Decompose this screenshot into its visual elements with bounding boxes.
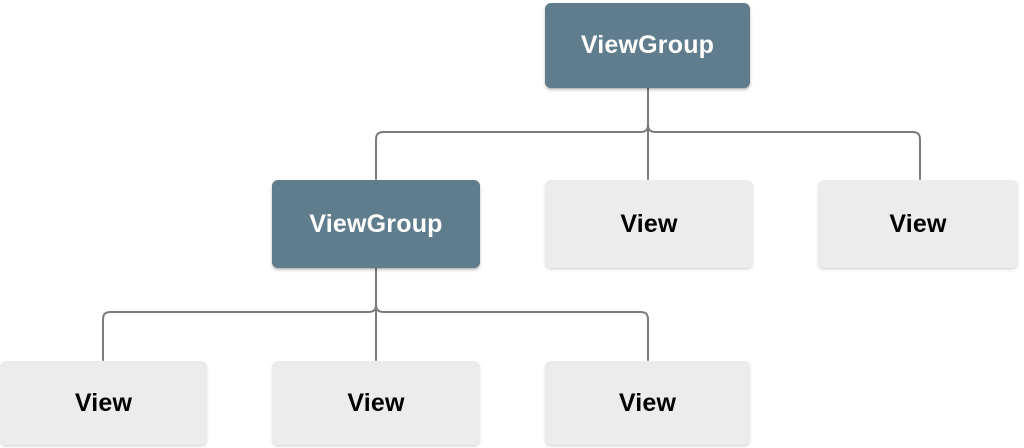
node-view-bottom-3: View	[545, 361, 750, 445]
edge-child-to-view-bottom-3	[375, 303, 649, 361]
node-label: View	[347, 388, 405, 417]
node-label: View	[620, 209, 678, 238]
node-label: View	[889, 209, 947, 238]
node-label: View	[618, 388, 677, 417]
node-viewgroup-child: ViewGroup	[272, 180, 480, 268]
node-view-bottom-2: View	[272, 361, 480, 445]
node-view-right: View	[818, 180, 1018, 268]
node-view-mid: View	[545, 180, 753, 268]
edge-root-to-view-right	[647, 123, 921, 180]
node-label: View	[74, 388, 133, 417]
node-view-bottom-1: View	[0, 361, 207, 445]
node-label: ViewGroup	[309, 209, 443, 238]
edge-child-to-view-bottom-1	[102, 303, 377, 361]
node-viewgroup-root: ViewGroup	[545, 3, 750, 88]
node-label: ViewGroup	[580, 31, 715, 59]
edge-root-to-viewgroup-child	[375, 123, 649, 180]
